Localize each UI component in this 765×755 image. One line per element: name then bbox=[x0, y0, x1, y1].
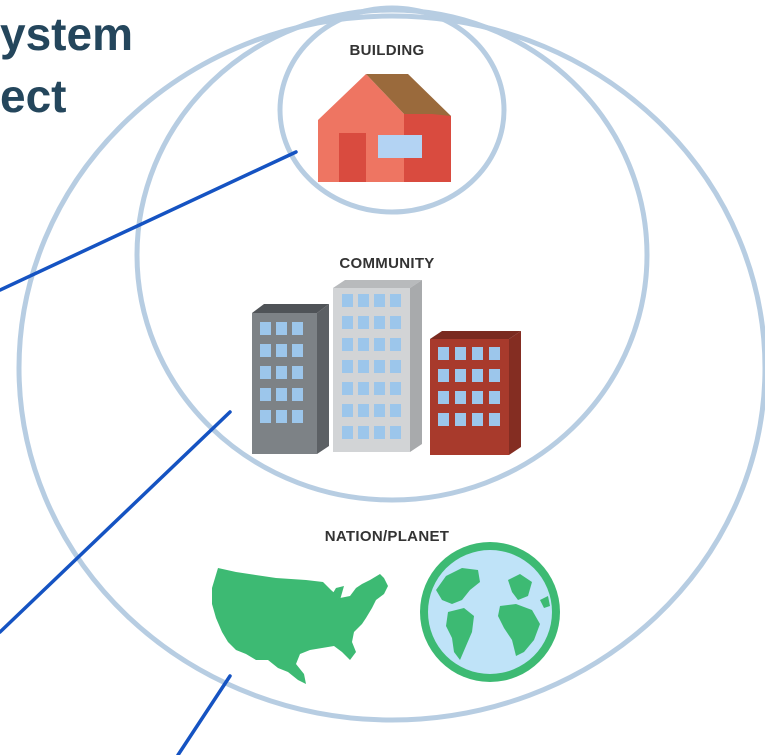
usa-map-icon bbox=[212, 568, 388, 684]
building-window bbox=[489, 391, 500, 404]
title-line-1: ystem bbox=[0, 8, 133, 60]
building-window bbox=[455, 347, 466, 360]
building-window bbox=[390, 382, 401, 395]
building-window bbox=[390, 316, 401, 329]
building-window bbox=[472, 369, 483, 382]
building-window bbox=[374, 382, 385, 395]
building-window bbox=[489, 369, 500, 382]
building-window bbox=[342, 338, 353, 351]
building-window bbox=[342, 360, 353, 373]
building-window bbox=[390, 404, 401, 417]
building-window bbox=[276, 366, 287, 379]
connector-community bbox=[0, 410, 232, 634]
nation-label: NATION/PLANET bbox=[325, 528, 449, 545]
building-window bbox=[472, 391, 483, 404]
building-window bbox=[374, 294, 385, 307]
building-window bbox=[342, 382, 353, 395]
building-window bbox=[358, 316, 369, 329]
building-window bbox=[438, 369, 449, 382]
building-window bbox=[374, 360, 385, 373]
building-window bbox=[260, 344, 271, 357]
ring-building bbox=[277, 5, 507, 215]
building-window bbox=[342, 404, 353, 417]
building-window bbox=[438, 347, 449, 360]
building-window bbox=[374, 404, 385, 417]
building-window bbox=[358, 404, 369, 417]
building-window bbox=[455, 369, 466, 382]
connector-group bbox=[0, 150, 298, 755]
connector-nation bbox=[176, 674, 232, 755]
building-window bbox=[292, 322, 303, 335]
building-window bbox=[489, 347, 500, 360]
building-window bbox=[455, 391, 466, 404]
building-window bbox=[489, 413, 500, 426]
building-window bbox=[342, 294, 353, 307]
building-window bbox=[374, 426, 385, 439]
building-window bbox=[292, 344, 303, 357]
building-window bbox=[260, 322, 271, 335]
building-window bbox=[342, 426, 353, 439]
building-window bbox=[292, 366, 303, 379]
building-window bbox=[390, 426, 401, 439]
building-window bbox=[374, 316, 385, 329]
building-window bbox=[390, 338, 401, 351]
building-window bbox=[374, 338, 385, 351]
building-window bbox=[292, 388, 303, 401]
building-window bbox=[472, 413, 483, 426]
community-label: COMMUNITY bbox=[339, 255, 434, 272]
building-window bbox=[358, 426, 369, 439]
building-label: BUILDING bbox=[350, 42, 425, 59]
building-window bbox=[390, 294, 401, 307]
building-window bbox=[358, 360, 369, 373]
building-window bbox=[260, 388, 271, 401]
title-line-2: ect bbox=[0, 70, 66, 122]
ring-nation bbox=[16, 13, 765, 723]
building-window bbox=[260, 410, 271, 423]
building-window bbox=[358, 338, 369, 351]
house-icon bbox=[318, 74, 451, 182]
building-window bbox=[276, 410, 287, 423]
globe-icon bbox=[420, 542, 560, 682]
building-window bbox=[276, 388, 287, 401]
building-window bbox=[260, 366, 271, 379]
building-window bbox=[358, 294, 369, 307]
ring-group bbox=[16, 5, 765, 723]
building-window bbox=[276, 344, 287, 357]
building-window bbox=[472, 347, 483, 360]
building-window bbox=[358, 382, 369, 395]
building-window bbox=[455, 413, 466, 426]
building-window bbox=[342, 316, 353, 329]
building-window bbox=[438, 413, 449, 426]
city-buildings-icon bbox=[252, 280, 521, 455]
building-window bbox=[292, 410, 303, 423]
building-window bbox=[390, 360, 401, 373]
building-window bbox=[276, 322, 287, 335]
connector-building bbox=[0, 150, 298, 292]
building-window bbox=[438, 391, 449, 404]
